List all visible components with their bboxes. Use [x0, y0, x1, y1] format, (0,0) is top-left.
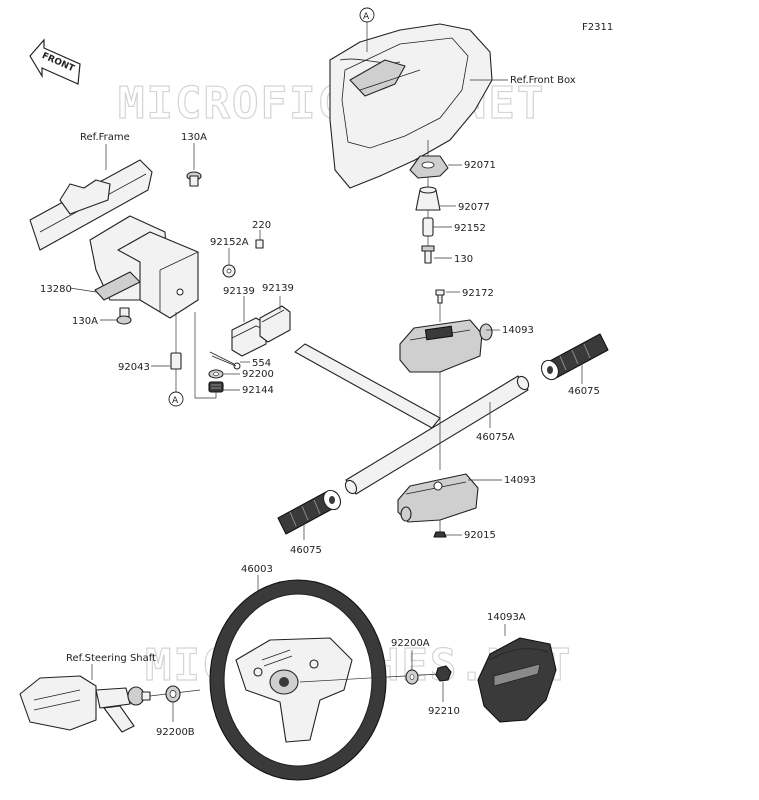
svg-text:13280: 13280	[40, 284, 72, 295]
part-92152a	[222, 264, 236, 278]
svg-text:92210: 92210	[428, 706, 460, 717]
svg-text:92077: 92077	[458, 202, 490, 213]
cover-14093a	[477, 637, 557, 723]
part-92043	[170, 352, 182, 370]
svg-text:A: A	[363, 12, 370, 22]
bracket-13280	[89, 215, 199, 319]
svg-text:92200: 92200	[242, 369, 274, 380]
svg-text:92152: 92152	[454, 223, 486, 234]
part-92152	[422, 217, 434, 237]
part-130a-bottom	[116, 307, 132, 325]
view-marker-a-top: A	[359, 7, 375, 52]
svg-text:92172: 92172	[462, 288, 494, 299]
svg-text:92144: 92144	[242, 385, 274, 396]
part-130a-top	[186, 171, 202, 187]
part-92015	[433, 531, 447, 538]
part-92200b	[165, 685, 181, 703]
svg-text:92139: 92139	[223, 286, 255, 297]
part-92077	[415, 186, 441, 211]
ref-frame: Ref.Frame	[80, 132, 130, 143]
front-box-part	[329, 23, 493, 189]
part-92200	[208, 369, 224, 379]
svg-text:554: 554	[252, 358, 271, 369]
svg-text:92043: 92043	[118, 362, 150, 373]
figure-code: F2311	[582, 22, 613, 33]
svg-text:14093: 14093	[502, 325, 534, 336]
steering-shaft-part	[19, 675, 151, 733]
svg-text:92152A: 92152A	[210, 237, 249, 248]
grip-46075-right	[540, 333, 609, 381]
svg-text:92139: 92139	[262, 283, 294, 294]
clamp-14093-upper	[399, 319, 493, 373]
view-marker-a-bottom: A	[168, 391, 184, 407]
svg-text:14093A: 14093A	[487, 612, 526, 623]
clamp-14093-lower	[397, 473, 479, 523]
ref-front-box: Ref.Front Box	[510, 75, 576, 86]
svg-text:46075: 46075	[290, 545, 322, 556]
svg-text:46075: 46075	[568, 386, 600, 397]
svg-text:46075A: 46075A	[476, 432, 515, 443]
part-92172	[435, 289, 445, 304]
part-220	[255, 239, 264, 249]
grip-46075-left	[277, 489, 342, 535]
svg-text:14093: 14093	[504, 475, 536, 486]
svg-text:130A: 130A	[181, 132, 207, 143]
svg-text:92200A: 92200A	[391, 638, 430, 649]
frame-part	[29, 159, 153, 251]
steering-wheel-46003	[209, 579, 387, 781]
svg-text:130A: 130A	[72, 316, 98, 327]
part-92139-right	[259, 305, 291, 343]
front-arrow-icon: FRONT	[29, 38, 81, 85]
svg-text:92071: 92071	[464, 160, 496, 171]
svg-text:46003: 46003	[241, 564, 273, 575]
part-554	[209, 351, 241, 370]
ref-steering-shaft: Ref.Steering Shaft	[66, 653, 156, 664]
svg-text:220: 220	[252, 220, 271, 231]
svg-text:92015: 92015	[464, 530, 496, 541]
part-92071	[409, 155, 449, 179]
svg-text:A: A	[172, 396, 179, 406]
part-92210	[435, 665, 452, 682]
part-92144	[208, 381, 224, 393]
svg-text:92200B: 92200B	[156, 727, 195, 738]
part-92139-left	[231, 317, 267, 357]
part-130	[421, 245, 435, 264]
part-92200a	[405, 669, 419, 685]
svg-text:130: 130	[454, 254, 473, 265]
